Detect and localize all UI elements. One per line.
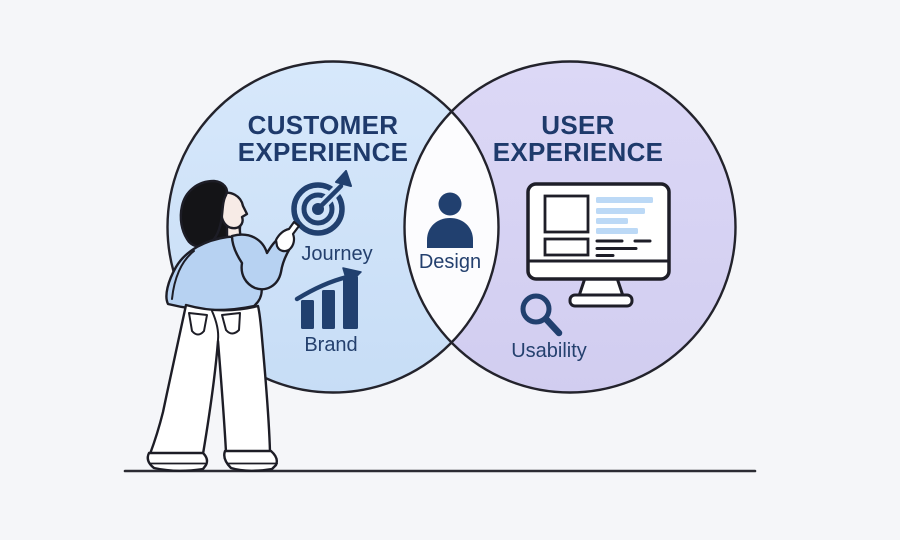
customer-experience-title-line1: CUSTOMER [247, 110, 399, 140]
pocket-left [188, 312, 208, 336]
monitor-wireframe-icon [526, 182, 671, 308]
pants [148, 303, 272, 456]
pointing-arm-sleeve [230, 233, 291, 291]
face [218, 191, 249, 230]
pointing-hand [274, 220, 301, 253]
user-experience-title-line1: USER [541, 110, 615, 140]
woman-figure [146, 179, 301, 472]
arm-fold-line [171, 250, 195, 300]
magnifier-icon [520, 293, 563, 337]
shoe-right [223, 449, 279, 472]
user-experience-title: USER EXPERIENCE [463, 112, 693, 166]
journey-label: Journey [301, 243, 373, 265]
shoe-left [146, 451, 209, 472]
pants-seam [211, 310, 220, 341]
brand-label: Brand [304, 334, 358, 356]
design-label: Design [418, 251, 482, 273]
usability-label: Usability [511, 340, 587, 362]
user-experience-title-line2: EXPERIENCE [492, 137, 664, 167]
person-icon [427, 192, 473, 248]
customer-experience-title-line2: EXPERIENCE [237, 137, 409, 167]
customer-experience-title: CUSTOMER EXPERIENCE [208, 112, 438, 166]
target-arrow-icon [291, 170, 352, 236]
pocket-right [221, 312, 241, 335]
growth-bars-icon [294, 267, 362, 329]
circle-outlines [166, 60, 737, 394]
